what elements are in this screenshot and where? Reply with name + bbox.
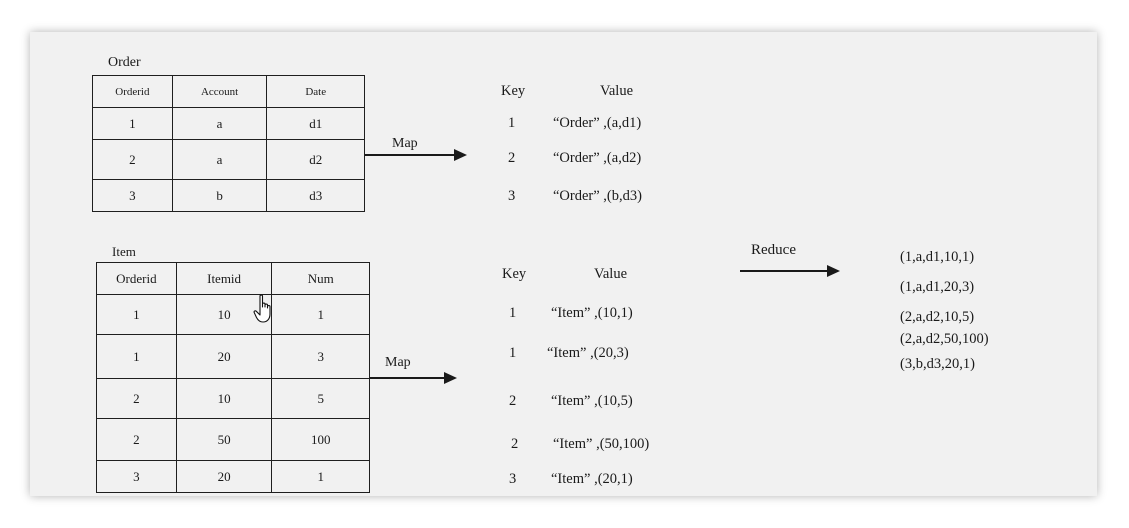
map-arrow-order	[365, 149, 467, 161]
kv-key: 1	[509, 305, 517, 321]
table-cell: 2	[92, 139, 173, 180]
table-cell: 1	[92, 107, 173, 140]
table-cell: a	[171, 139, 268, 180]
item-kv-header: Key Value	[502, 266, 762, 286]
order-header-date: Date	[266, 75, 365, 108]
item-table: Orderid Itemid Num 1 10 1 1 20 3 2 10 5 …	[96, 262, 370, 493]
table-row: 1 a d1	[92, 107, 365, 140]
kv-value: “Order” ,(a,d1)	[553, 115, 642, 131]
table-row: 2 50 100	[96, 418, 370, 461]
key-header: Key	[501, 83, 526, 99]
kv-value: “Item” ,(50,100)	[553, 436, 650, 452]
item-kv-row: 2 “Item” ,(10,5)	[509, 393, 769, 413]
table-cell: 10	[175, 378, 273, 419]
table-cell: d1	[266, 107, 365, 140]
table-cell: 5	[271, 378, 370, 419]
result-item: (1,a,d1,20,3)	[900, 279, 975, 295]
item-kv-row: 3 “Item” ,(20,1)	[509, 471, 769, 491]
kv-key: 2	[509, 393, 517, 409]
kv-key: 1	[509, 345, 517, 361]
order-kv-row: 2 “Order” ,(a,d2)	[508, 150, 768, 170]
result-item: (2,a,d2,10,5)	[900, 309, 975, 325]
kv-value: “Item” ,(10,1)	[551, 305, 633, 321]
table-cell: d3	[266, 179, 365, 212]
map-label-item: Map	[385, 355, 411, 370]
table-row: 1 20 3	[96, 334, 370, 379]
order-table: Orderid Account Date 1 a d1 2 a d2 3 b d…	[92, 75, 365, 212]
value-header: Value	[600, 83, 634, 99]
value-header: Value	[594, 266, 628, 282]
table-cell: d2	[266, 139, 365, 180]
item-kv-row: 1 “Item” ,(10,1)	[509, 305, 769, 325]
table-cell: 2	[96, 418, 177, 461]
order-table-caption: Order	[108, 55, 141, 70]
kv-key: 2	[511, 436, 519, 452]
reduce-arrow	[740, 265, 840, 277]
order-header-account: Account	[171, 75, 268, 108]
kv-key: 2	[508, 150, 516, 166]
table-cell: a	[171, 107, 268, 140]
diagram-canvas: Order Orderid Account Date 1 a d1 2 a d2…	[30, 32, 1097, 496]
table-row: 2 a d2	[92, 139, 365, 180]
order-header-orderid: Orderid	[92, 75, 173, 108]
table-cell: b	[171, 179, 268, 212]
result-item: (1,a,d1,10,1)	[900, 249, 975, 265]
kv-value: “Item” ,(20,1)	[551, 471, 633, 487]
table-row: 3 b d3	[92, 179, 365, 212]
order-kv-row: 1 “Order” ,(a,d1)	[508, 115, 768, 135]
item-table-caption: Item	[112, 244, 136, 259]
table-cell: 1	[96, 334, 177, 379]
kv-key: 3	[509, 471, 517, 487]
item-header-num: Num	[271, 262, 370, 295]
table-cell: 1	[271, 294, 370, 335]
item-kv-row: 1 “Item” ,(20,3)	[509, 345, 769, 365]
item-header-orderid: Orderid	[96, 262, 177, 295]
map-arrow-item	[370, 372, 457, 384]
item-header-itemid: Itemid	[175, 262, 273, 295]
table-row: 1 10 1	[96, 294, 370, 335]
table-row: 3 20 1	[96, 460, 370, 493]
result-item: (2,a,d2,50,100)	[900, 331, 989, 347]
item-kv-row: 2 “Item” ,(50,100)	[511, 436, 771, 456]
reduce-label: Reduce	[751, 242, 796, 258]
kv-value: “Order” ,(b,d3)	[553, 188, 642, 204]
order-kv-header: Key Value	[501, 83, 761, 103]
result-item: (3,b,d3,20,1)	[900, 356, 975, 372]
kv-value: “Item” ,(20,3)	[547, 345, 629, 361]
table-cell: 100	[271, 418, 370, 461]
table-cell: 1	[96, 294, 177, 335]
table-cell: 1	[271, 460, 370, 493]
table-cell: 20	[175, 334, 273, 379]
table-cell: 3	[92, 179, 173, 212]
kv-key: 1	[508, 115, 516, 131]
table-cell: 2	[96, 378, 177, 419]
kv-key: 3	[508, 188, 516, 204]
table-cell: 3	[96, 460, 177, 493]
order-kv-row: 3 “Order” ,(b,d3)	[508, 188, 768, 208]
map-label-order: Map	[392, 136, 418, 151]
key-header: Key	[502, 266, 527, 282]
table-cell: 20	[175, 460, 273, 493]
table-row: 2 10 5	[96, 378, 370, 419]
kv-value: “Order” ,(a,d2)	[553, 150, 642, 166]
table-cell: 3	[271, 334, 370, 379]
table-cell: 50	[175, 418, 273, 461]
hand-cursor-icon	[253, 294, 271, 323]
kv-value: “Item” ,(10,5)	[551, 393, 633, 409]
